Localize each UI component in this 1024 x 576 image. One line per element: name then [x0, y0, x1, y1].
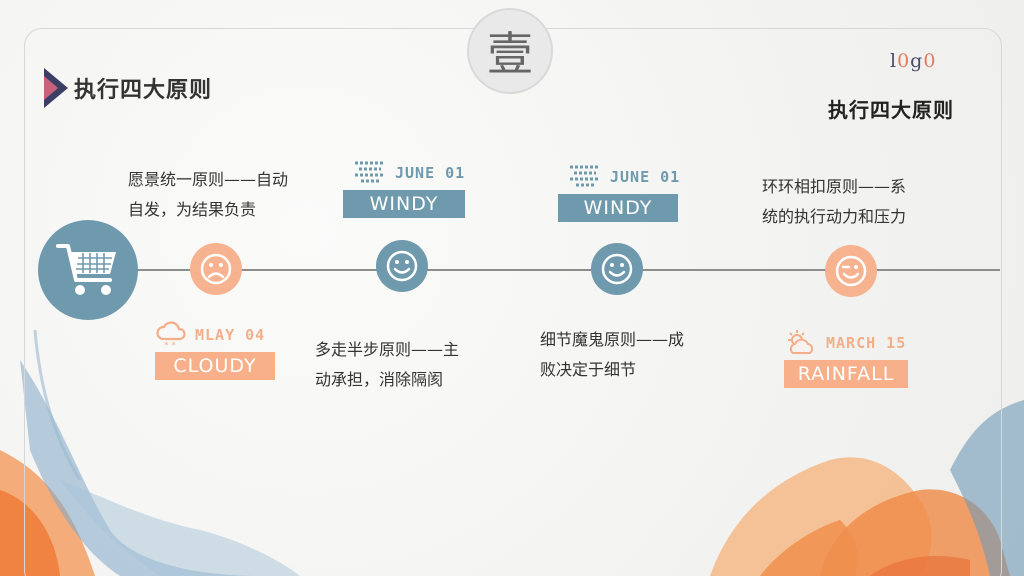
- node-2: [376, 240, 428, 292]
- title-text: 执行四大原则: [74, 78, 213, 103]
- title-arrow-icon: [44, 68, 68, 108]
- node-4: [825, 245, 877, 297]
- sad-face-icon: [200, 253, 232, 285]
- weather-card-3: JUNE 01 WINDY: [558, 162, 680, 222]
- weather-label-2: WINDY: [343, 190, 465, 218]
- weather-label-4: RAINFALL: [784, 360, 908, 388]
- weather-card-4: MARCH 15 RAINFALL: [784, 328, 908, 388]
- wink-face-icon: [835, 255, 867, 287]
- node-3: [591, 243, 643, 295]
- principle-1: 愿景统一原则——自动自发，为结果负责: [128, 170, 289, 219]
- sun-cloud-icon: [788, 330, 814, 354]
- wind-icon: [570, 165, 600, 187]
- cloud-snow-icon: * *: [156, 321, 186, 349]
- weather-label-1: CLOUDY: [155, 352, 275, 380]
- cart-badge: [38, 220, 138, 320]
- smile-face-icon: [386, 250, 418, 282]
- principle-3: 细节魔鬼原则——成败决定于细节: [540, 330, 685, 379]
- chapter-number: 壹: [467, 8, 553, 94]
- weather-label-3: WINDY: [558, 194, 678, 222]
- weather-card-2: JUNE 01 WINDY: [343, 158, 465, 218]
- wind-icon: [355, 161, 385, 183]
- weather-card-1: * * MLAY 04 CLOUDY: [155, 320, 275, 380]
- timeline-line: [110, 269, 1000, 271]
- shopping-cart-icon: [56, 244, 116, 295]
- principle-4: 环环相扣原则——系统的执行动力和压力: [762, 177, 907, 226]
- slide-title: 执行四大原则: [44, 68, 212, 108]
- smile-face-icon: [601, 253, 633, 285]
- subtitle: 执行四大原则: [828, 98, 954, 122]
- principle-2: 多走半步原则——主动承担，消除隔阂: [315, 340, 460, 389]
- node-1: [190, 243, 242, 295]
- svg-text:* *: * *: [164, 341, 176, 349]
- logo: l0g0: [890, 50, 937, 72]
